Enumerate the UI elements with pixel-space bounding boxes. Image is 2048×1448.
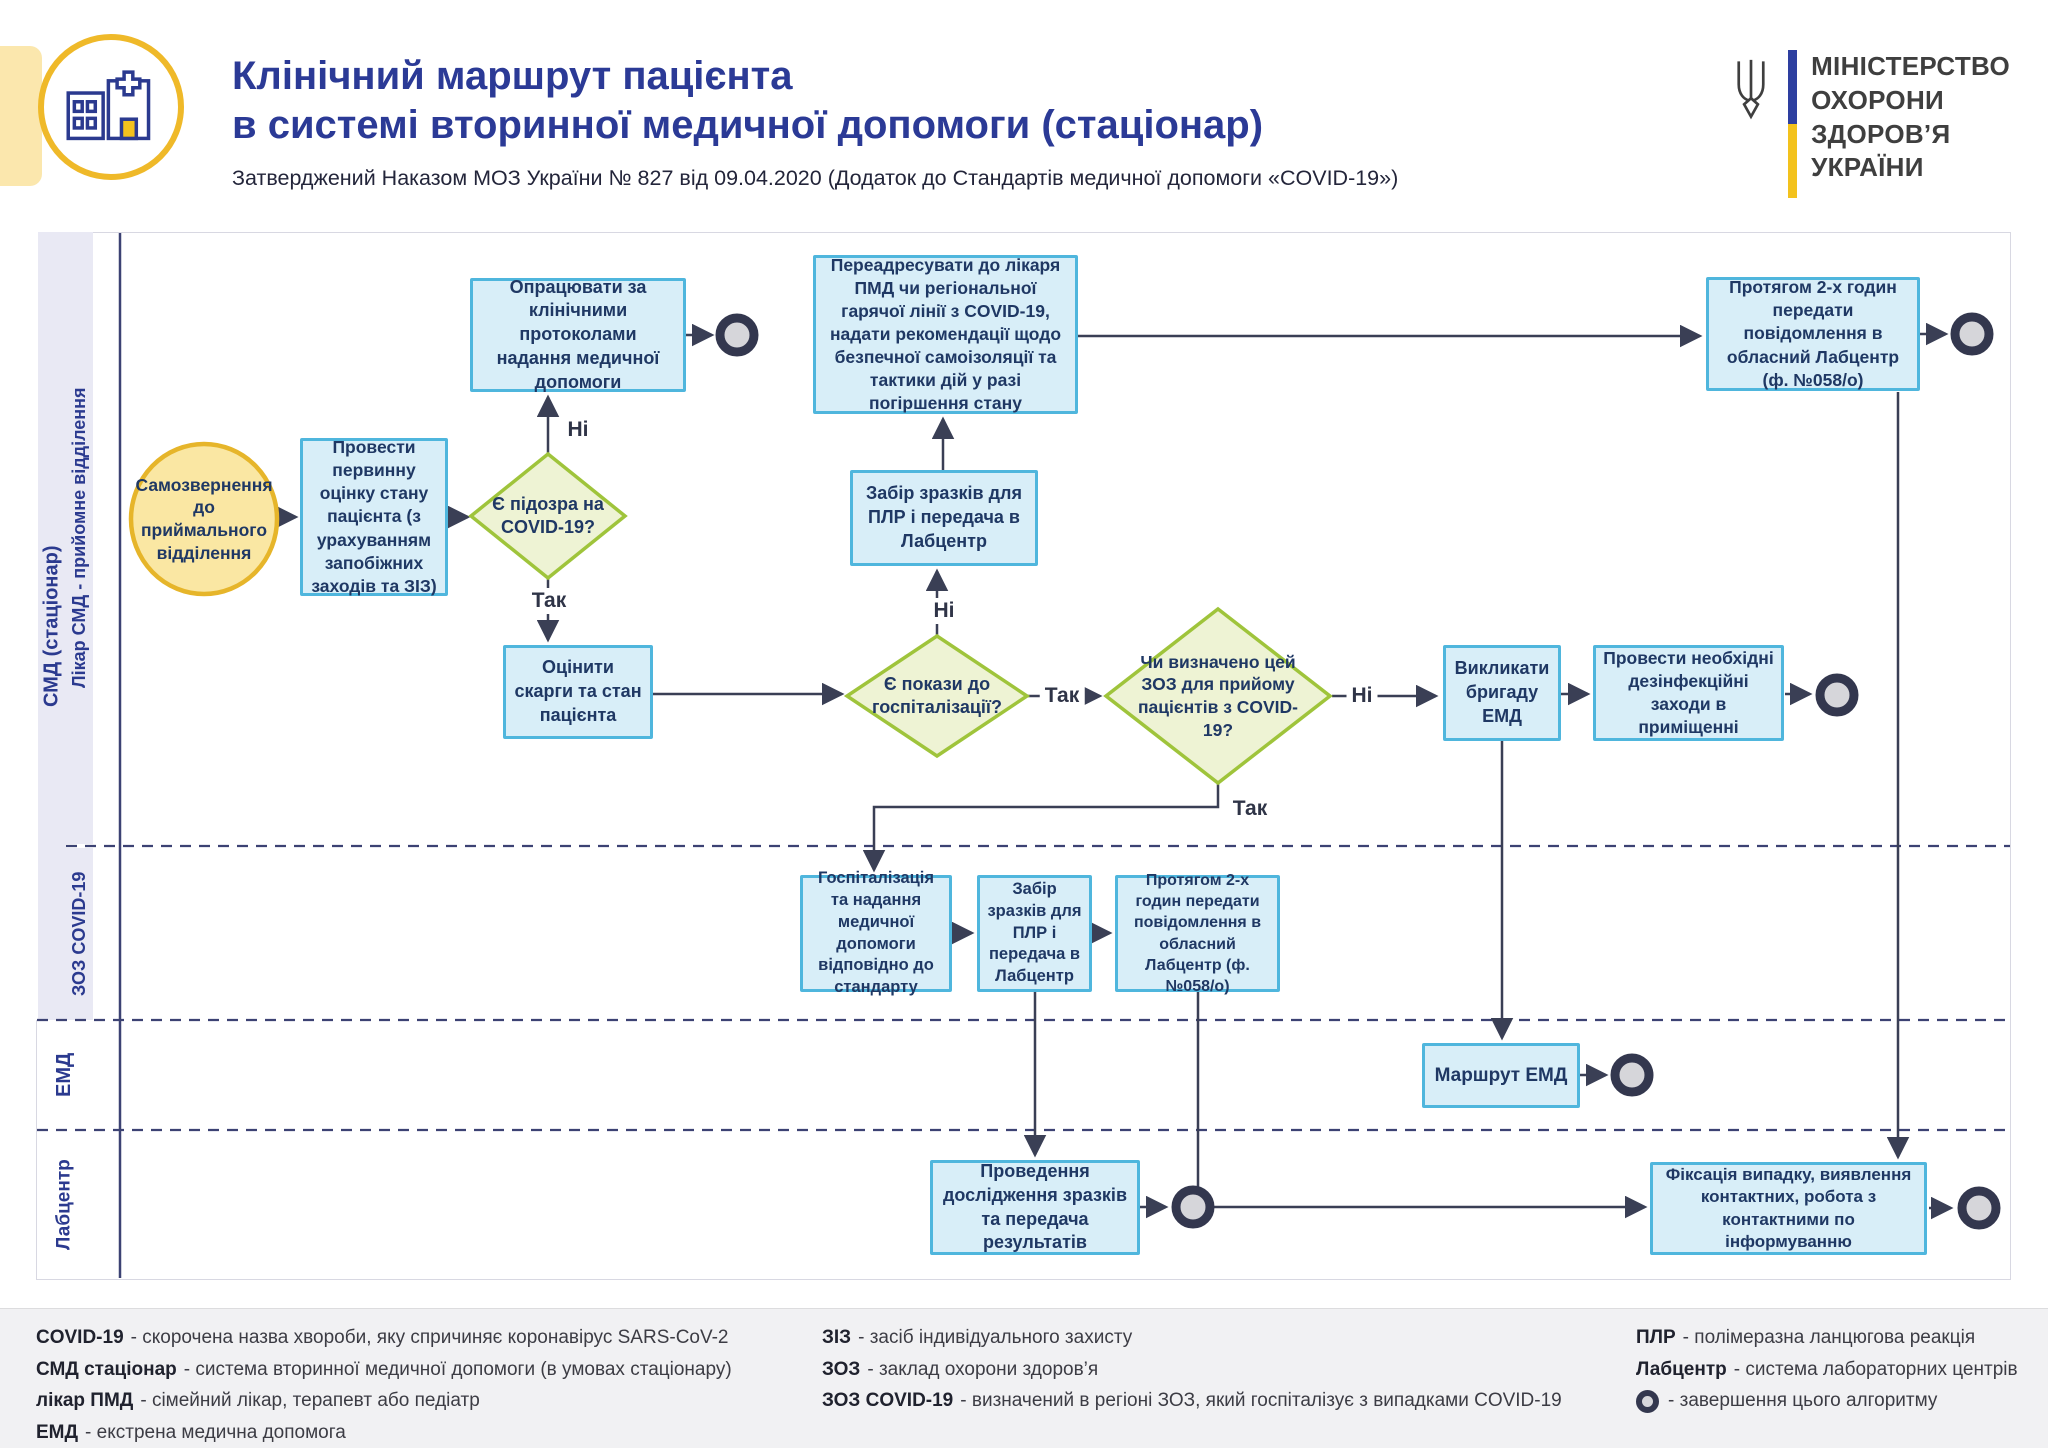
legend-def: - заклад охорони здоров’я [867,1358,1099,1380]
legend-def: - екстрена медична допомога [85,1421,346,1443]
ministry-name: МІНІСТЕРСТВО ОХОРОНИ ЗДОРОВ’Я УКРАЇНИ [1811,50,2010,185]
task-report-labcenter-2h-zoz: Протягом 2-х годин передати повідомлення… [1115,872,1280,995]
start-event [128,441,280,597]
legend-item-end-event: - завершення цього алгоритму [1636,1388,2036,1414]
ministry-line: МІНІСТЕРСТВО [1811,51,2010,81]
legend-term: Лабцентр [1636,1358,1727,1380]
hospital-logo [38,34,184,180]
task-assess-complaints: Оцінити скарги та стан пацієнта [503,645,653,739]
legend-def: - визначений в регіоні ЗОЗ, який госпіта… [960,1390,1562,1412]
legend-def: - скорочена назва хвороби, яку спричиняє… [130,1327,729,1348]
task-disinfection: Провести необхідні дезінфекційні заходи … [1593,645,1784,741]
hospital-icon [66,70,151,141]
legend-column-1: COVID-19 - скорочена назва хвороби, яку с… [36,1325,816,1448]
end-events [715,312,2001,1230]
legend-column-3: ПЛР - полімеразна ланцюгова реакція Лабце… [1636,1325,2036,1420]
legend-item: ЗОЗ - заклад охорони здоров’я [822,1357,1622,1383]
task-emd-route: Маршрут ЕМД [1422,1043,1580,1108]
legend-item: ЗІЗ - засіб індивідуального захисту [822,1325,1622,1351]
legend-column-2: ЗІЗ - засіб індивідуального захисту ЗОЗ - … [822,1325,1622,1420]
legend: COVID-19 - скорочена назва хвороби, яку с… [0,1308,2048,1448]
legend-def: - завершення цього алгоритму [1668,1390,1938,1412]
decision-designated-zoz [1103,606,1333,786]
ministry-logo: МІНІСТЕРСТВО ОХОРОНИ ЗДОРОВ’Я УКРАЇНИ [1728,50,2010,198]
task-readdress-pmd: Переадресувати до лікаря ПМД чи регіонал… [813,255,1078,414]
end-event-1 [715,313,759,357]
legend-term: COVID-19 [36,1327,124,1348]
legend-item: COVID-19 - скорочена назва хвороби, яку с… [36,1325,816,1351]
decision-designated-zoz-label: Чи визначено цей ЗОЗ для прийому пацієнт… [1137,651,1299,740]
decision-suspect-covid-label: Є підозра на COVID-19? [492,493,604,537]
end-event-2 [1950,312,1994,356]
legend-term: ЗОЗ COVID-19 [822,1390,954,1412]
connectors [276,322,1954,1220]
page-title-line2: в системі вторинної медичної допомоги (с… [232,102,1264,147]
legend-item: СМД стаціонар - система вторинної медично… [36,1357,816,1383]
legend-term: лікар ПМД [36,1390,134,1412]
start-event-label: Самозвернення до приймального відділення [135,474,273,563]
edge-label-yes-2: Так [1039,683,1085,709]
task-call-emd: Викликати бригаду ЕМД [1443,645,1561,741]
flag-bar [1788,50,1798,198]
edge-designated-hospitalization [862,783,1220,873]
legend-item: ЗОЗ COVID-19 - визначений в регіоні ЗОЗ, … [822,1388,1622,1414]
legend-term: ЕМД [36,1421,79,1443]
edge-label-no-3: Ні [1346,683,1378,709]
end-event-5 [1171,1185,1215,1229]
task-report-labcenter-2h: Протягом 2-х годин передати повідомлення… [1706,277,1920,391]
edge-label-no-2: Ні [928,598,960,624]
ministry-line: ОХОРОНИ [1811,84,1945,115]
legend-item: Лабцентр - система лабораторних центрів [1636,1357,2036,1383]
legend-term: ПЛР [1636,1327,1676,1348]
edge-label-yes-3: Так [1227,796,1273,822]
end-event-3 [1815,673,1859,717]
legend-def: - сімейний лікар, терапевт або педіатр [140,1390,480,1412]
edge-label-yes-1: Так [526,588,572,614]
task-pcr-sampling-2: Забір зразків для ПЛР і передача в Лабце… [977,875,1092,992]
legend-term: ЗОЗ [822,1358,861,1380]
task-hospitalization: Госпіталізація та надання медичної допом… [800,869,952,996]
task-initial-assessment: Провести первинну оцінку стану пацієнта … [300,437,448,596]
legend-item: лікар ПМД - сімейний лікар, терапевт або … [36,1388,816,1414]
end-event-icon [1636,1389,1659,1413]
task-clinical-protocols: Опрацювати за клінічними протоколами над… [470,277,686,392]
legend-def: - система лабораторних центрів [1733,1358,2018,1380]
legend-def: - засіб індивідуального захисту [858,1327,1133,1348]
task-pcr-sampling-1: Забір зразків для ПЛР і передача в Лабце… [850,470,1038,566]
trident-icon [1737,59,1765,120]
page-subtitle: Затверджений Наказом МОЗ України № 827 в… [232,165,1399,190]
legend-def: - полімеразна ланцюгова реакція [1682,1327,1976,1348]
legend-term: ЗІЗ [822,1327,852,1348]
header-accent-band [0,46,42,186]
decision-hospitalization-label: Є покази до госпіталізації? [871,673,1002,717]
ministry-line: УКРАЇНИ [1811,152,1924,183]
legend-def: - система вторинної медичної допомоги (в… [183,1358,732,1380]
legend-item: ЕМД - екстрена медична допомога [36,1420,816,1446]
edge-label-no-1: Ні [562,417,594,443]
decision-suspect-covid [468,451,628,581]
decision-hospitalization [843,633,1031,759]
task-lab-testing: Проведення дослідження зразків та переда… [930,1160,1140,1255]
legend-item: ПЛР - полімеразна ланцюгова реакція [1636,1325,2036,1351]
ministry-line: ЗДОРОВ’Я [1811,118,1951,149]
task-case-registration: Фіксація випадку, виявлення контактних, … [1650,1162,1927,1255]
end-event-6 [1957,1186,2001,1230]
page-title-line1: Клінічний маршрут пацієнта [232,54,793,98]
title-block: Клінічний маршрут пацієнта в системі вто… [232,52,1398,191]
end-event-4 [1610,1053,1654,1097]
legend-term: СМД стаціонар [36,1358,177,1380]
